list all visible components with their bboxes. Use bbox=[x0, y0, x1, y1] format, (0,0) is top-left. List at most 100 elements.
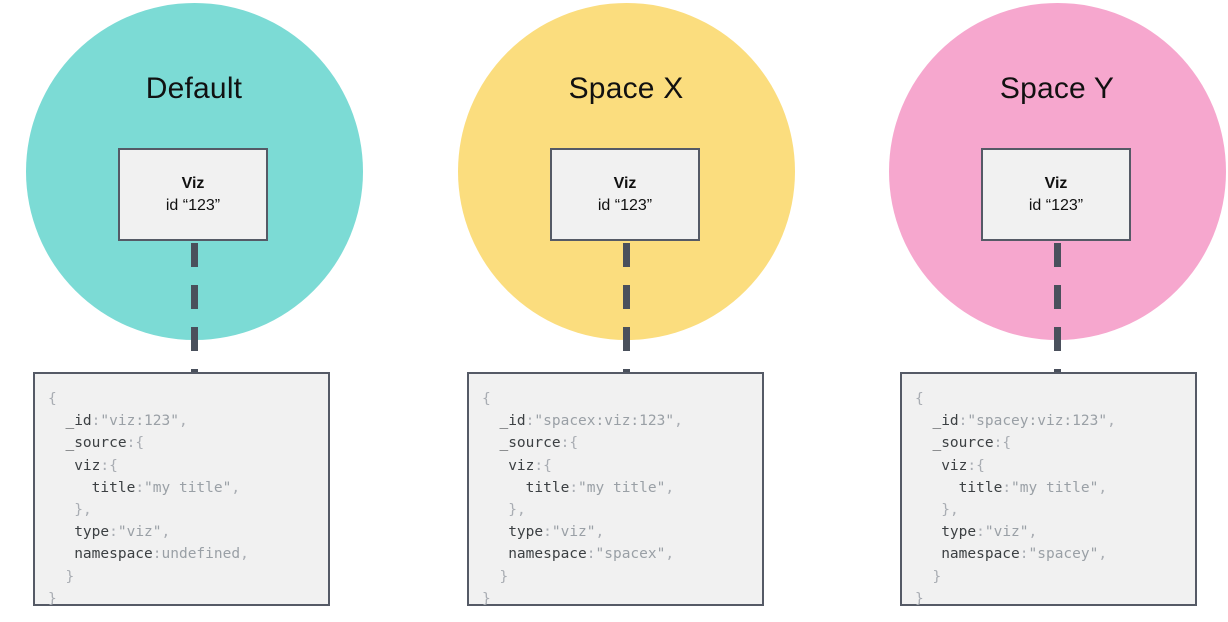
viz-node-id: id “123” bbox=[165, 196, 221, 214]
code-token-punc: , bbox=[665, 479, 675, 496]
code-token-key: type bbox=[941, 524, 977, 541]
code-token-punc: , bbox=[1098, 546, 1108, 563]
code-line: _source:{ bbox=[915, 432, 1191, 454]
code-content: { _id:"spacey:viz:123", _source:{ viz:{ … bbox=[915, 388, 1191, 610]
code-block-space-x: { _id:"spacex:viz:123", _source:{ viz:{ … bbox=[467, 372, 764, 607]
code-token-punc: : bbox=[1019, 546, 1029, 563]
code-token-punc bbox=[48, 480, 92, 496]
code-token-str: "my title" bbox=[144, 479, 232, 496]
code-token-punc: : bbox=[126, 435, 136, 452]
code-line: type:"viz", bbox=[915, 521, 1191, 543]
code-token-punc bbox=[915, 458, 941, 474]
code-token-punc: : bbox=[534, 457, 544, 474]
code-token-punc: : bbox=[100, 457, 110, 474]
code-content: { _id:"spacex:viz:123", _source:{ viz:{ … bbox=[482, 388, 758, 610]
code-token-key: viz bbox=[941, 457, 968, 474]
code-token-punc: { bbox=[976, 457, 985, 474]
code-token-punc: } bbox=[74, 502, 83, 519]
code-token-punc: { bbox=[482, 391, 491, 407]
code-line: } bbox=[915, 588, 1191, 610]
code-token-punc: } bbox=[482, 590, 491, 607]
code-token-str: "viz" bbox=[117, 524, 162, 541]
code-line: _source:{ bbox=[48, 432, 324, 454]
code-line: namespace:undefined, bbox=[48, 543, 324, 565]
code-token-punc: : bbox=[560, 435, 570, 452]
code-line: _source:{ bbox=[482, 432, 758, 454]
code-token-key: type bbox=[74, 524, 110, 541]
code-token-punc: { bbox=[135, 435, 145, 452]
space-title-default: Default bbox=[145, 72, 243, 105]
code-token-str: "spacey" bbox=[1028, 546, 1099, 563]
code-token-key: type bbox=[508, 524, 544, 541]
code-line: title:"my title", bbox=[915, 477, 1191, 499]
code-token-key: _id bbox=[499, 413, 526, 430]
code-token-key: title bbox=[525, 479, 570, 496]
code-token-punc bbox=[915, 502, 941, 518]
code-token-punc bbox=[482, 502, 508, 518]
code-line: title:"my title", bbox=[48, 477, 324, 499]
code-line: } bbox=[48, 588, 324, 610]
code-line: viz:{ bbox=[48, 455, 324, 477]
code-token-punc: , bbox=[231, 479, 241, 496]
code-token-key: namespace bbox=[74, 546, 153, 563]
code-block-default: { _id:"viz:123", _source:{ viz:{ title:"… bbox=[33, 372, 330, 607]
code-token-punc bbox=[915, 524, 941, 540]
viz-node-label: Viz bbox=[181, 175, 205, 193]
code-token-punc: } bbox=[941, 502, 950, 519]
connector-dashed-line-space-x bbox=[623, 243, 630, 373]
code-line: _id:"spacex:viz:123", bbox=[482, 410, 758, 432]
code-token-val: undefined bbox=[161, 546, 241, 563]
connector-dashed-line-space-y bbox=[1054, 243, 1061, 373]
code-token-punc: } bbox=[499, 568, 509, 585]
code-token-str: "my title" bbox=[1011, 479, 1099, 496]
code-token-punc bbox=[48, 546, 74, 562]
code-token-punc: , bbox=[82, 502, 92, 519]
code-token-punc: , bbox=[949, 502, 959, 519]
code-token-punc bbox=[915, 480, 959, 496]
code-token-punc: : bbox=[976, 524, 985, 541]
code-line: }, bbox=[482, 499, 758, 521]
code-token-punc: { bbox=[543, 457, 552, 474]
code-token-punc bbox=[48, 435, 65, 451]
code-token-punc: } bbox=[932, 568, 942, 585]
code-token-punc bbox=[915, 546, 941, 562]
code-token-str: "spacey:viz:123" bbox=[967, 413, 1108, 430]
code-token-punc: : bbox=[958, 413, 968, 430]
code-token-punc: : bbox=[543, 524, 552, 541]
code-token-punc bbox=[48, 524, 74, 540]
code-token-punc bbox=[482, 569, 499, 585]
code-token-punc: { bbox=[915, 391, 924, 407]
code-token-punc: : bbox=[1002, 479, 1012, 496]
code-token-punc bbox=[48, 569, 65, 585]
code-token-punc: : bbox=[993, 435, 1003, 452]
space-title-space-y: Space Y bbox=[999, 72, 1115, 105]
code-token-punc bbox=[915, 413, 932, 429]
code-line: namespace:"spacex", bbox=[482, 543, 758, 565]
code-token-key: _source bbox=[65, 435, 127, 452]
viz-node-id: id “123” bbox=[597, 196, 653, 214]
viz-node-default: Viz id “123” bbox=[118, 148, 268, 241]
code-token-key: title bbox=[91, 479, 136, 496]
code-token-str: "viz:123" bbox=[100, 413, 179, 430]
code-token-punc: , bbox=[1107, 413, 1116, 430]
code-token-punc bbox=[48, 458, 74, 474]
code-token-key: _source bbox=[499, 435, 561, 452]
code-token-punc bbox=[482, 480, 526, 496]
code-token-str: "spacex" bbox=[595, 546, 666, 563]
code-token-key: namespace bbox=[508, 546, 587, 563]
code-line: type:"viz", bbox=[48, 521, 324, 543]
code-line: }, bbox=[915, 499, 1191, 521]
code-line: { bbox=[482, 388, 758, 410]
code-line: type:"viz", bbox=[482, 521, 758, 543]
code-token-punc: : bbox=[525, 413, 535, 430]
code-token-punc: , bbox=[161, 524, 171, 541]
code-line: viz:{ bbox=[482, 455, 758, 477]
code-line: title:"my title", bbox=[482, 477, 758, 499]
code-token-key: viz bbox=[508, 457, 535, 474]
code-line: _id:"viz:123", bbox=[48, 410, 324, 432]
